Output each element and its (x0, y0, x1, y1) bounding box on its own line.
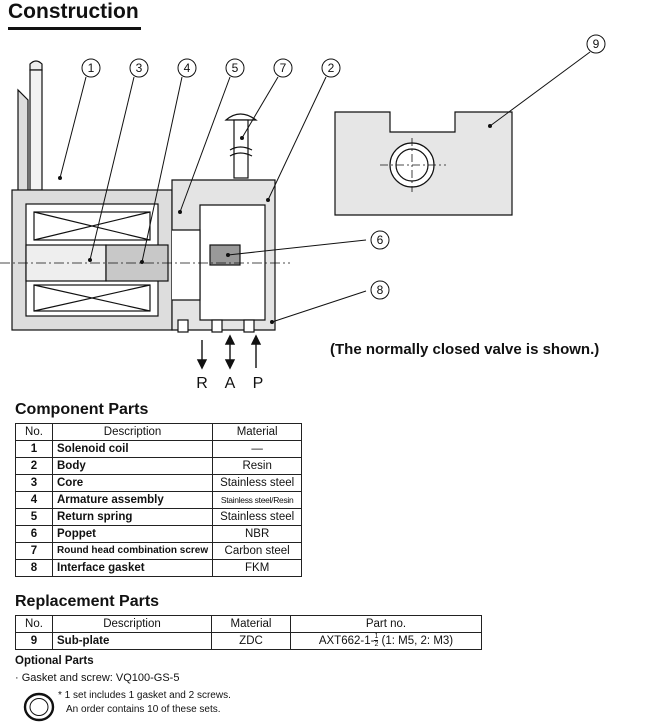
cell-no: 7 (15, 542, 53, 560)
normally-closed-note: (The normally closed valve is shown.) (330, 341, 600, 358)
cell-no: 1 (15, 440, 53, 458)
replacement-parts-heading: Replacement Parts (15, 593, 160, 610)
col-no: No. (15, 615, 53, 633)
fraction-numerator: 1 (374, 633, 379, 642)
cell-material: ZDC (211, 632, 291, 650)
callout-7: 7 (280, 61, 287, 75)
cell-description: Round head combination screw (51, 542, 214, 560)
cell-description: Solenoid coil (51, 440, 214, 458)
col-no: No. (15, 423, 53, 441)
col-description: Description (51, 423, 214, 441)
set-note-line-1: * 1 set includes 1 gasket and 2 screws. (58, 690, 231, 701)
port-r-label: R (196, 375, 208, 392)
replacement-parts-table: No. Description Material Part no. 9 Sub-… (15, 615, 482, 650)
cell-material: — (212, 440, 303, 458)
cell-no: 6 (15, 525, 53, 543)
cell-material: Resin (212, 457, 303, 475)
callout-9: 9 (593, 37, 600, 51)
gasket-screw-line: · Gasket and screw: VQ100-GS-5 (15, 672, 180, 684)
construction-diagram: 1 3 4 5 7 2 9 6 8 R A P (0, 34, 606, 392)
col-material: Material (211, 615, 291, 633)
cell-description: Interface gasket (51, 559, 214, 577)
cell-no: 5 (15, 508, 53, 526)
callout-1: 1 (88, 61, 95, 75)
title-underline (8, 27, 141, 30)
cell-material: NBR (212, 525, 303, 543)
cell-description: Armature assembly (51, 491, 214, 509)
part-no-prefix: AXT662-1- (318, 635, 375, 647)
optional-parts-heading: Optional Parts (15, 655, 94, 667)
port-p-label: P (253, 375, 264, 392)
callout-4: 4 (184, 61, 191, 75)
cell-material: FKM (212, 559, 303, 577)
cell-description: Core (51, 474, 214, 492)
cell-description: Return spring (51, 508, 214, 526)
callout-6: 6 (377, 233, 384, 247)
callout-3: 3 (136, 61, 143, 75)
cell-no: 9 (15, 632, 53, 650)
cell-description: Sub-plate (52, 632, 212, 650)
cell-no: 3 (15, 474, 53, 492)
fraction-denominator: 2 (374, 641, 379, 649)
cell-description: Poppet (51, 525, 214, 543)
callout-2: 2 (328, 61, 335, 75)
cell-description: Body (51, 457, 214, 475)
col-part-no: Part no. (290, 615, 482, 633)
set-note-line-2: An order contains 10 of these sets. (66, 704, 221, 715)
cell-material: Stainless steel (212, 474, 303, 492)
cell-no: 8 (15, 559, 53, 577)
callout-5: 5 (232, 61, 239, 75)
page-title: Construction (8, 0, 139, 23)
component-parts-heading: Component Parts (15, 401, 149, 418)
part-no-suffix: (1: M5, 2: M3) (378, 635, 454, 647)
cell-material: Carbon steel (212, 542, 303, 560)
cell-material: Stainless steel/Resin (212, 491, 303, 509)
port-a-label: A (225, 375, 236, 392)
cell-material: Stainless steel (212, 508, 303, 526)
cell-no: 2 (15, 457, 53, 475)
callout-8: 8 (377, 283, 384, 297)
cell-no: 4 (15, 491, 53, 509)
col-material: Material (212, 423, 303, 441)
gasket-ring-icon (23, 692, 55, 722)
col-description: Description (52, 615, 212, 633)
